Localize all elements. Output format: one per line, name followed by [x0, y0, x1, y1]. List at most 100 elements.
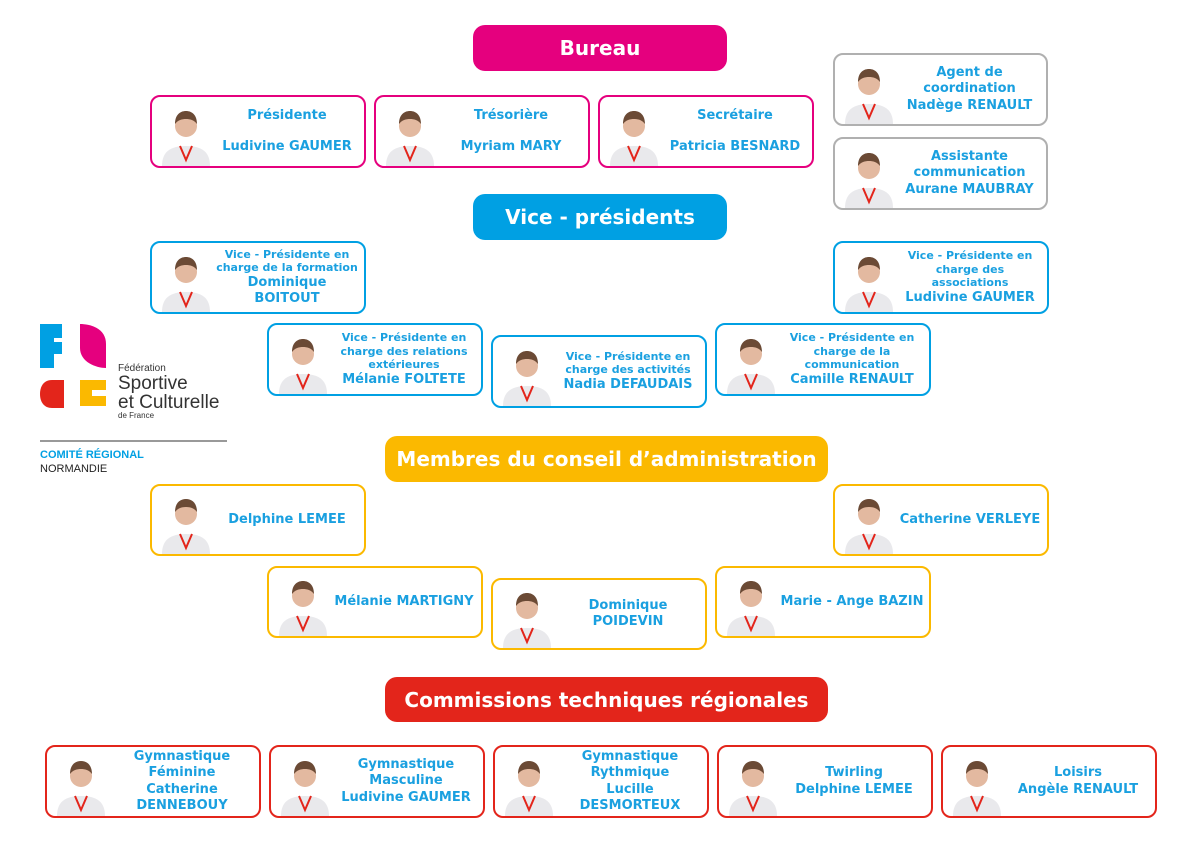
vice-card: Vice - Présidente en charge des relation…: [267, 323, 483, 396]
person-name: Angèle RENAULT: [1017, 781, 1139, 797]
role-label: Vice - Présidente en charge de la format…: [216, 247, 358, 275]
membres-card: Mélanie MARTIGNY: [267, 566, 483, 638]
person-photo-icon: [835, 139, 897, 208]
person-name: Catherine DENNEBOUY: [136, 781, 228, 813]
membres-card: Delphine LEMEE: [150, 484, 366, 556]
fscf-logo-mark-icon: [40, 324, 106, 408]
person-photo-icon: [600, 97, 662, 166]
card-text: Delphine LEMEE: [214, 512, 364, 528]
person-photo-icon: [495, 747, 557, 816]
header-vice-presidents: Vice - présidents: [473, 194, 727, 240]
logo-line4: de France: [118, 411, 155, 420]
card-text: Dominique POIDEVIN: [555, 598, 705, 631]
person-name: Lucille DESMORTEUX: [579, 781, 681, 813]
person-photo-icon: [717, 568, 779, 636]
card-text: Vice - Présidente en charge des activité…: [555, 350, 705, 394]
person-photo-icon: [835, 243, 897, 312]
role-label: Vice - Présidente en charge des associat…: [907, 248, 1033, 290]
person-photo-icon: [47, 747, 109, 816]
role-label: Secrétaire: [697, 108, 773, 124]
role-label: Gymnastique Rythmique: [581, 749, 679, 781]
card-text: Vice - Présidente en charge des associat…: [897, 249, 1047, 307]
logo-line3: et Culturelle: [118, 392, 220, 413]
role-label: Vice - Présidente en charge des relation…: [340, 330, 468, 372]
card-text: Catherine VERLEYE: [897, 512, 1047, 528]
logo-divider: [40, 440, 227, 442]
card-text: Vice - Présidente en charge de la format…: [214, 248, 364, 308]
logo-region-label: COMITÉ RÉGIONAL: [40, 449, 144, 461]
vice-card: Vice - Présidente en charge des activité…: [491, 335, 707, 408]
person-photo-icon: [717, 325, 779, 394]
role-label: Loisirs: [1053, 765, 1102, 781]
role-label: Gymnastique Féminine: [133, 749, 231, 781]
card-text: Mélanie MARTIGNY: [331, 594, 481, 610]
vice-card: Vice - Présidente en charge de la commun…: [715, 323, 931, 396]
person-photo-icon: [493, 580, 555, 648]
header-membres: Membres du conseil d’administration: [385, 436, 828, 482]
person-name: Marie - Ange BAZIN: [780, 593, 924, 609]
header-commissions: Commissions techniques régionales: [385, 677, 828, 722]
vice-card: Vice - Présidente en charge de la format…: [150, 241, 366, 314]
person-name: Ludivine GAUMER: [905, 290, 1035, 305]
person-name: Dominique BOITOUT: [247, 275, 327, 307]
person-name: Patricia BESNARD: [669, 138, 801, 154]
role-label: Gymnastique Masculine: [357, 757, 455, 789]
person-name: Myriam MARY: [460, 138, 562, 154]
person-name: Aurane MAUBRAY: [905, 181, 1034, 197]
person-photo-icon: [943, 747, 1005, 816]
role-label: Trésorière: [473, 108, 549, 124]
person-photo-icon: [835, 55, 897, 124]
person-name: Dominique POIDEVIN: [588, 597, 668, 629]
membres-card: Dominique POIDEVIN: [491, 578, 707, 650]
person-name: Nadège RENAULT: [906, 97, 1033, 113]
membres-card: Marie - Ange BAZIN: [715, 566, 931, 638]
role-label: Twirling: [825, 765, 883, 781]
logo-region-name: NORMANDIE: [40, 463, 108, 475]
person-photo-icon: [835, 486, 897, 554]
person-photo-icon: [719, 747, 781, 816]
person-photo-icon: [269, 568, 331, 636]
membres-card: Catherine VERLEYE: [833, 484, 1049, 556]
person-photo-icon: [152, 243, 214, 312]
person-name: Nadia DEFAUDAIS: [563, 377, 693, 393]
person-photo-icon: [269, 325, 331, 394]
role-label: Agent de coordination: [923, 65, 1016, 97]
logo-line2: Sportive: [118, 373, 188, 394]
card-text: Vice - Présidente en charge des relation…: [331, 331, 481, 389]
logo-line1: Fédération: [118, 363, 166, 374]
person-photo-icon: [493, 337, 555, 406]
vice-card: Vice - Présidente en charge des associat…: [833, 241, 1049, 314]
header-bureau: Bureau: [473, 25, 727, 71]
person-photo-icon: [152, 97, 214, 166]
role-label: Assistante communication: [913, 149, 1026, 181]
card-text: Marie - Ange BAZIN: [779, 594, 929, 610]
role-label: Présidente: [247, 108, 327, 124]
person-name: Camille RENAULT: [790, 372, 914, 387]
person-name: Catherine VERLEYE: [899, 511, 1041, 527]
person-name: Mélanie FOLTETE: [342, 372, 466, 387]
person-name: Delphine LEMEE: [795, 781, 913, 797]
card-text: Vice - Présidente en charge de la commun…: [779, 331, 929, 389]
person-name: Ludivine GAUMER: [341, 789, 471, 805]
person-photo-icon: [271, 747, 333, 816]
person-photo-icon: [376, 97, 438, 166]
person-name: Mélanie MARTIGNY: [334, 593, 474, 609]
